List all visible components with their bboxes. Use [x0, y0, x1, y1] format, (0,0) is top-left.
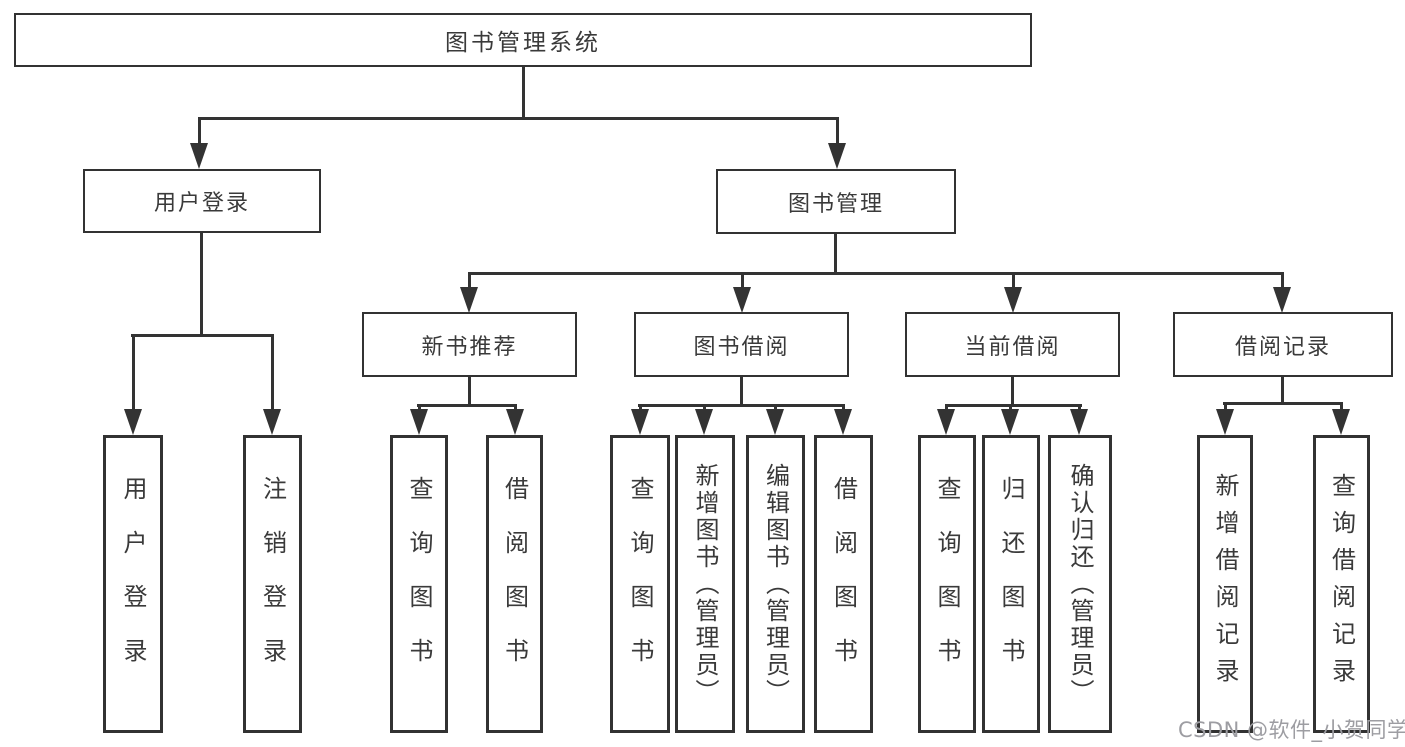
connector-line: [468, 272, 471, 291]
connector-line: [1011, 377, 1014, 405]
leaf-label: 查询图书: [933, 476, 961, 692]
leaf-label: 借阅图书: [829, 476, 858, 692]
leaf-label: 查询借阅记录: [1327, 473, 1356, 695]
connector-line: [1340, 402, 1343, 411]
arrow-down-icon: [834, 409, 852, 435]
leaf-label: 注销登录: [258, 476, 287, 692]
node-root-book-management-system: 图书管理系统: [14, 13, 1032, 67]
leaf-label: 借阅图书: [500, 476, 529, 692]
leaf-label: 查询图书: [405, 476, 433, 692]
arrow-down-icon: [1273, 287, 1291, 313]
connector-line: [945, 404, 1082, 407]
leaf-add-books-admin: 新增图书（管理员）: [675, 435, 735, 733]
node-book-borrow: 图书借阅: [634, 312, 849, 377]
node-label: 新书推荐: [421, 334, 518, 360]
connector-line: [1078, 404, 1081, 411]
arrow-down-icon: [1332, 409, 1350, 435]
leaf-label: 确认归还（管理员）: [1066, 462, 1094, 706]
leaf-label: 归还图书: [997, 476, 1025, 692]
node-label: 图书管理系统: [445, 30, 601, 56]
arrow-down-icon: [733, 287, 751, 313]
connector-line: [468, 272, 1283, 275]
connector-line: [131, 334, 273, 337]
leaf-label: 用户登录: [119, 476, 147, 692]
connector-line: [1012, 272, 1015, 291]
leaf-query-books-recommend: 查询图书: [390, 435, 448, 733]
arrow-down-icon: [410, 409, 428, 435]
leaf-label: 新增借阅记录: [1211, 473, 1239, 695]
leaf-user-login: 用户登录: [103, 435, 163, 733]
leaf-edit-books-admin: 编辑图书（管理员）: [746, 435, 805, 733]
arrow-down-icon: [460, 287, 478, 313]
connector-line: [271, 334, 274, 411]
node-label: 图书借阅: [693, 334, 790, 360]
connector-line: [1009, 404, 1012, 411]
arrow-down-icon: [937, 409, 955, 435]
node-user-login: 用户登录: [83, 169, 321, 233]
leaf-query-books-borrow: 查询图书: [610, 435, 670, 733]
arrow-down-icon: [1070, 409, 1088, 435]
connector-line: [1281, 377, 1284, 403]
arrow-down-icon: [1001, 409, 1019, 435]
leaf-borrow-books-recommend: 借阅图书: [486, 435, 543, 733]
connector-line: [740, 377, 743, 405]
arrow-down-icon: [190, 143, 208, 169]
connector-line: [198, 117, 201, 147]
connector-line: [132, 334, 135, 411]
connector-line: [418, 404, 421, 411]
leaf-confirm-return-admin: 确认归还（管理员）: [1048, 435, 1112, 733]
connector-line: [703, 404, 706, 411]
leaf-add-borrow-record: 新增借阅记录: [1197, 435, 1253, 733]
leaf-borrow-books: 借阅图书: [814, 435, 873, 733]
arrow-down-icon: [1216, 409, 1234, 435]
connector-line: [468, 377, 471, 405]
csdn-watermark: CSDN @软件_小贺同学: [1178, 718, 1405, 742]
connector-line: [842, 404, 845, 411]
connector-line: [1281, 272, 1284, 291]
arrow-down-icon: [828, 143, 846, 169]
connector-line: [200, 233, 203, 335]
connector-line: [836, 117, 839, 147]
node-label: 用户登录: [153, 191, 250, 216]
node-borrow-records: 借阅记录: [1173, 312, 1393, 377]
node-label: 当前借阅: [964, 334, 1061, 360]
leaf-label: 查询图书: [626, 476, 654, 692]
connector-line: [639, 404, 642, 411]
connector-line: [198, 117, 838, 120]
connector-line: [514, 404, 517, 411]
arrow-down-icon: [695, 409, 713, 435]
connector-line: [638, 404, 845, 407]
node-new-book-recommend: 新书推荐: [362, 312, 577, 377]
connector-line: [834, 234, 837, 273]
leaf-query-books-current: 查询图书: [918, 435, 976, 733]
leaf-label: 新增图书（管理员）: [691, 462, 719, 706]
connector-line: [417, 404, 516, 407]
arrow-down-icon: [1004, 287, 1022, 313]
connector-line: [741, 272, 744, 291]
connector-line: [774, 404, 777, 411]
arrow-down-icon: [506, 409, 524, 435]
connector-line: [1224, 402, 1227, 411]
arrow-down-icon: [766, 409, 784, 435]
node-label: 借阅记录: [1234, 334, 1331, 360]
connector-line: [945, 404, 948, 411]
leaf-label: 编辑图书（管理员）: [761, 462, 790, 706]
node-book-management: 图书管理: [716, 169, 956, 234]
connector-line: [1223, 402, 1343, 405]
arrow-down-icon: [263, 409, 281, 435]
leaf-logout: 注销登录: [243, 435, 302, 733]
arrow-down-icon: [124, 409, 142, 435]
leaf-query-borrow-record: 查询借阅记录: [1313, 435, 1370, 733]
leaf-return-books: 归还图书: [982, 435, 1040, 733]
node-label: 图书管理: [787, 191, 884, 217]
node-current-borrow: 当前借阅: [905, 312, 1120, 377]
connector-line: [522, 67, 525, 118]
arrow-down-icon: [631, 409, 649, 435]
